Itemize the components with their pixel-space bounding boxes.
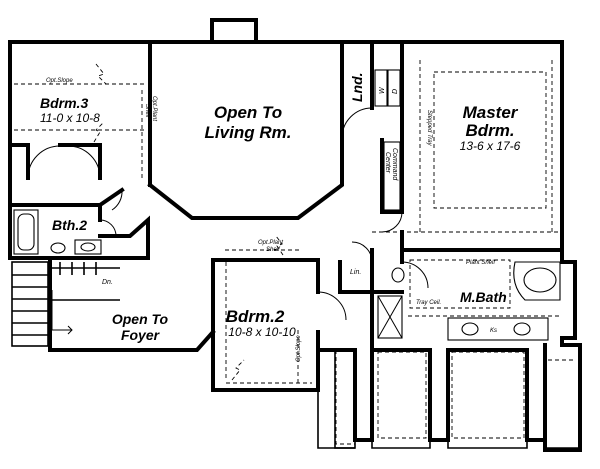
opt-slope-b2: Opt.Slope xyxy=(296,335,302,362)
opt-slope-b3: Opt.Slope xyxy=(46,78,73,84)
master-dims: 13-6 x 17-6 xyxy=(460,139,521,153)
bath2-label: Bth.2 xyxy=(52,217,87,233)
lower-bay-outline xyxy=(317,349,580,449)
open-foyer-line1: Open To xyxy=(112,311,169,327)
washer-label: W xyxy=(379,86,386,94)
exterior-walls xyxy=(8,18,582,452)
note-labels: Opt.Slope Opt.Plant Shelf Stepped Tray C… xyxy=(46,78,497,362)
fixtures xyxy=(13,69,561,341)
tray-ceil-label: Tray Ceil. xyxy=(416,300,441,306)
opt-plant-shelf-b3-line1: Opt.Plant xyxy=(151,96,157,121)
master-toilet xyxy=(391,267,405,283)
laundry-label: Lnd. xyxy=(349,72,365,102)
stair-dn-label: Dn. xyxy=(102,279,113,286)
bedroom3-name: Bdrm.3 xyxy=(40,95,88,111)
master-name-line2: Bdrm. xyxy=(465,121,514,140)
command-center-line2: Center xyxy=(384,152,391,174)
linen-label: Lin. xyxy=(350,269,361,276)
dashed-annotations xyxy=(14,60,576,445)
opt-plant-shelf-b2-line2: Shelf xyxy=(266,247,281,253)
bedroom3-dims: 11-0 x 10-8 xyxy=(40,111,100,125)
master-name-line1: Master xyxy=(463,103,519,122)
bedroom2-dims: 10-8 x 10-10 xyxy=(228,325,296,339)
master-bath-label: M.Bath xyxy=(460,289,507,305)
plant-shelf-label: Plant Shelf xyxy=(466,260,496,266)
opt-plant-shelf-b2-line1: Opt.Plant xyxy=(258,240,283,246)
doors xyxy=(27,107,429,321)
dryer-label: D xyxy=(392,89,399,94)
washer xyxy=(374,69,388,107)
open-living-label-line2: Living Rm. xyxy=(205,123,292,142)
dryer xyxy=(387,69,401,107)
command-center-desk xyxy=(383,141,401,211)
open-foyer-line2: Foyer xyxy=(121,327,161,343)
stairs xyxy=(11,261,120,347)
bath2-toilet xyxy=(50,242,66,254)
bedroom2-name: Bdrm.2 xyxy=(226,307,285,326)
command-center-line1: Command xyxy=(391,148,398,181)
ks-label: Ks xyxy=(490,328,497,334)
room-labels: Bdrm.3 11-0 x 10-8 Open To Living Rm. Ln… xyxy=(40,72,521,343)
open-living-label-line1: Open To xyxy=(214,103,282,122)
stepped-tray: Stepped Tray xyxy=(426,110,432,147)
opt-plant-shelf-b3-line2: Shelf xyxy=(144,104,150,119)
